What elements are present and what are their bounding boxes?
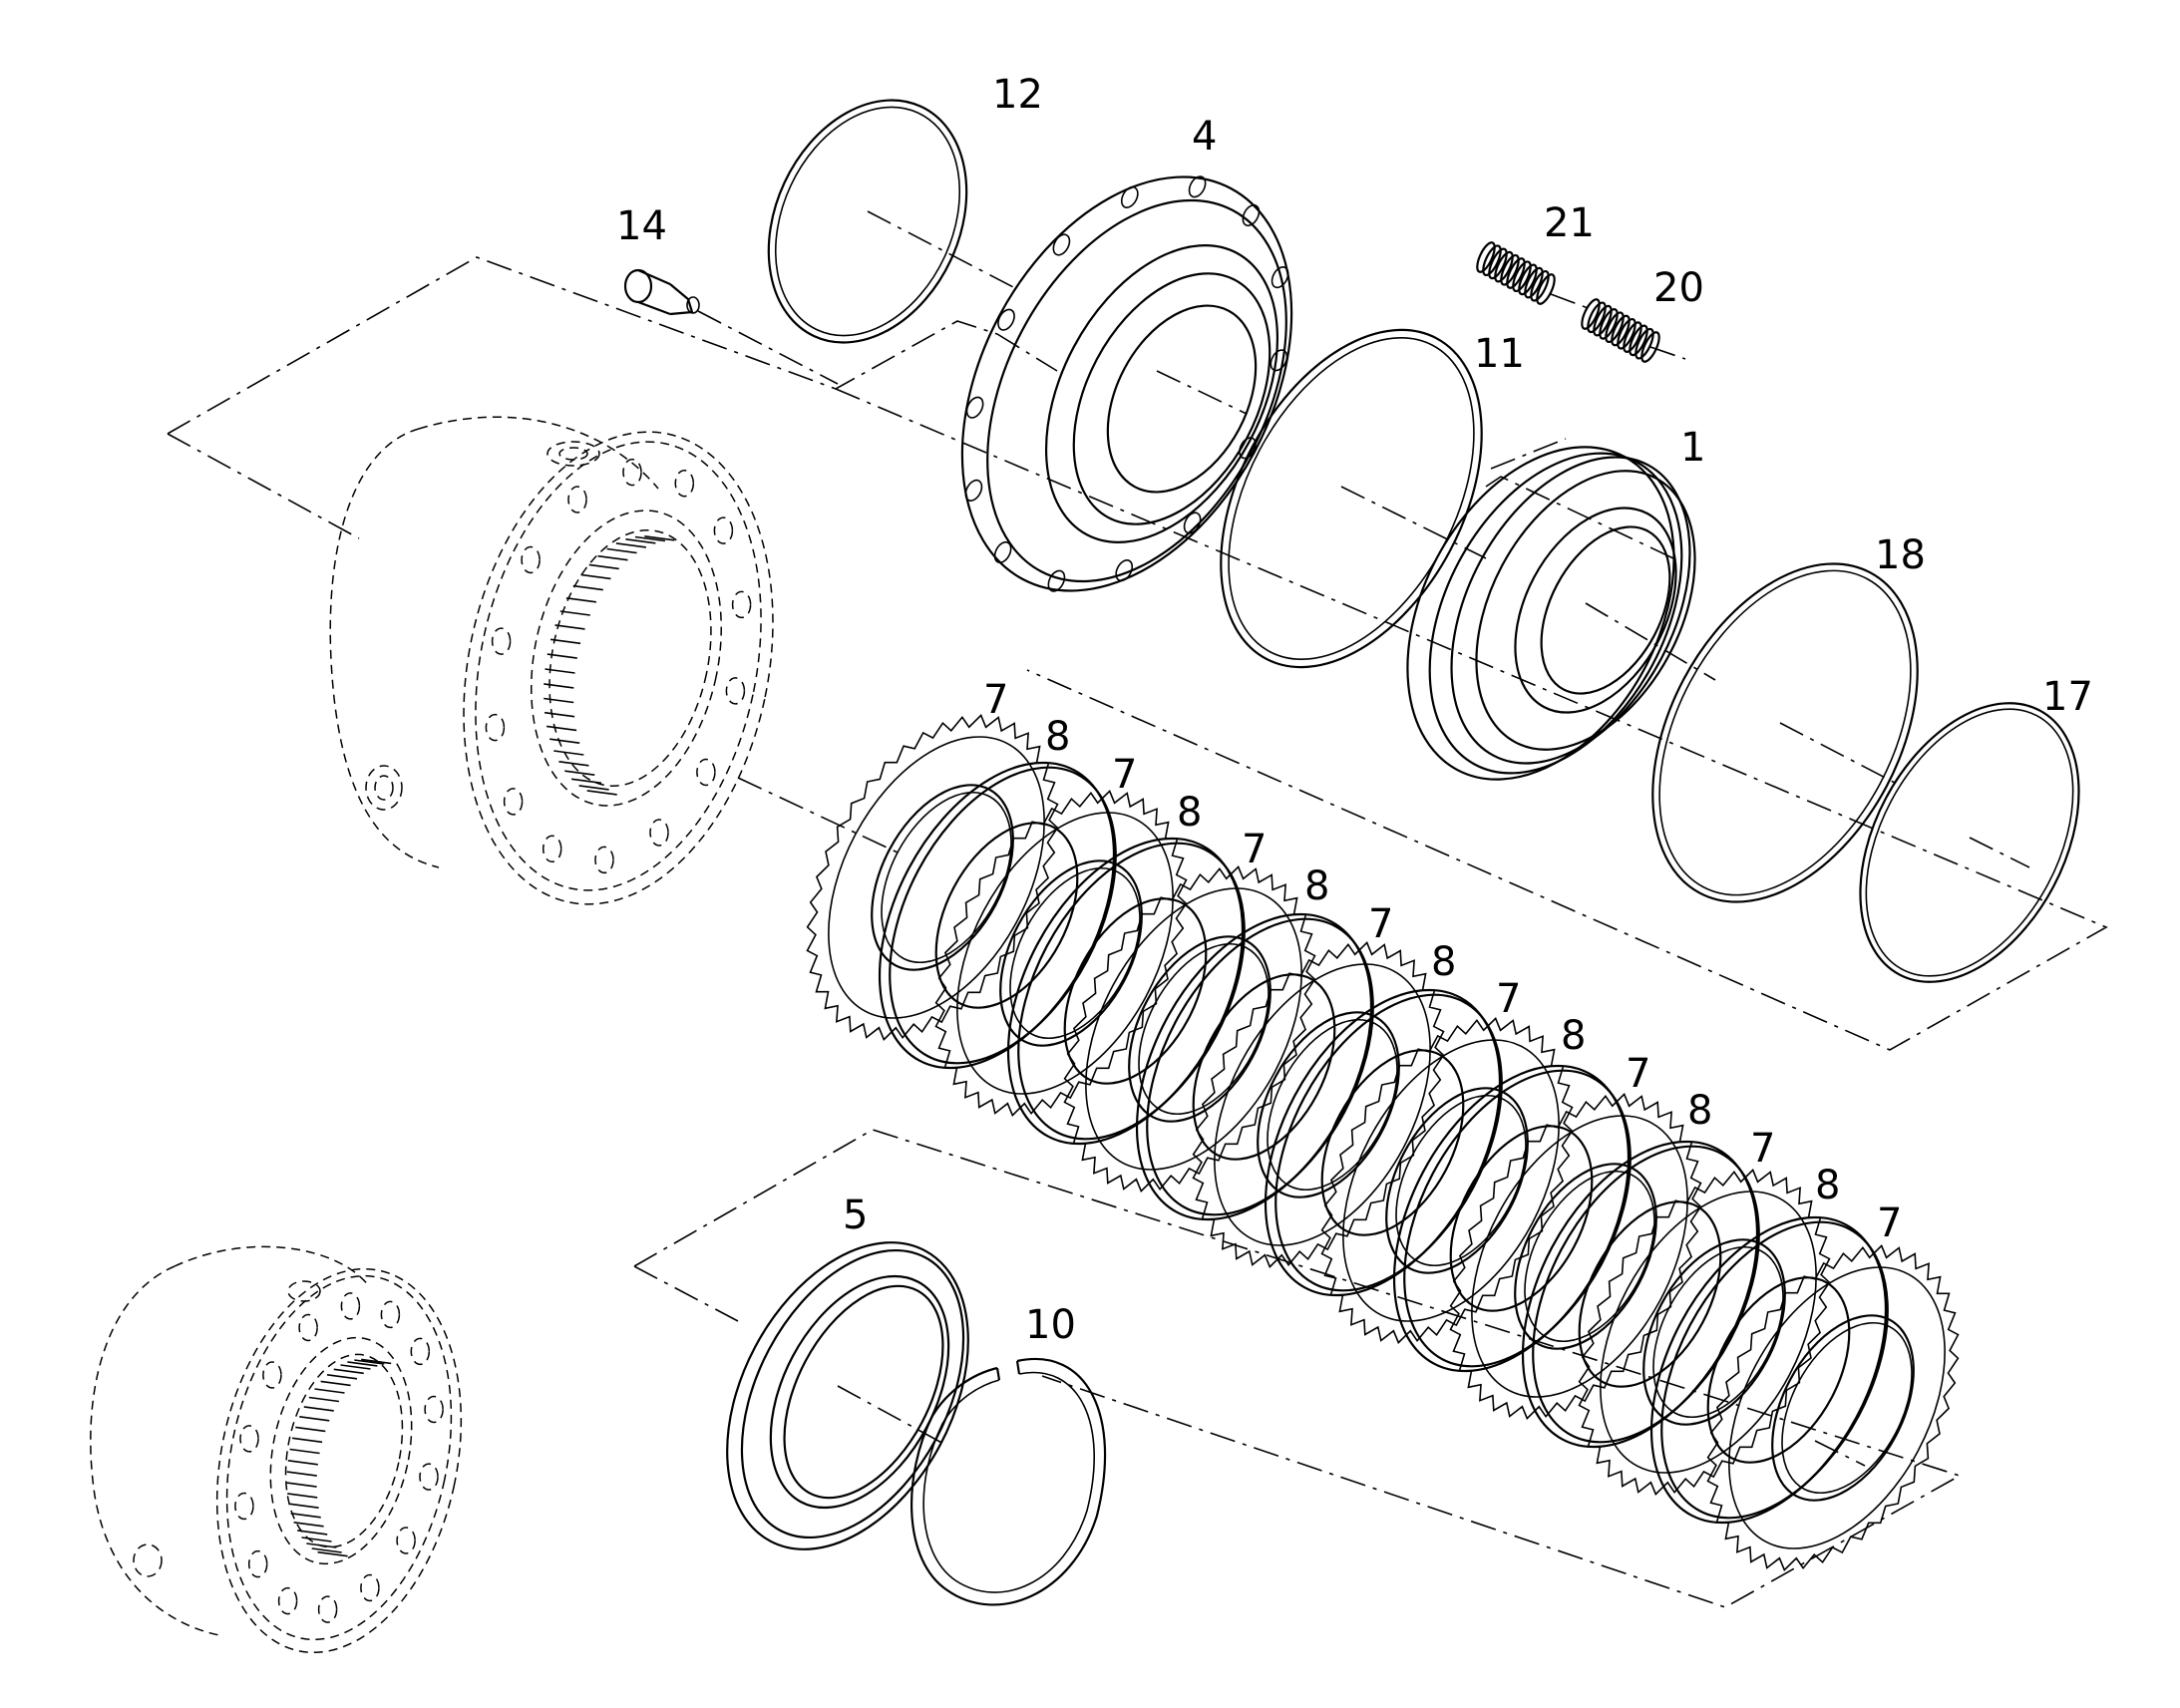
callout-label-c12: 12 [992, 72, 1043, 118]
bolt-14 [623, 268, 839, 385]
callout-label-c17: 17 [2042, 674, 2093, 720]
callout-label-p5: 7 [1242, 827, 1267, 872]
upper-assembly-outline-right [1490, 438, 1567, 470]
callout-label-c5: 5 [843, 1193, 868, 1238]
piston-housing-4 [960, 175, 1293, 592]
callout-label-p3: 7 [1112, 752, 1137, 798]
callout-label-p2: 8 [1045, 714, 1070, 760]
disc-pack-axis [737, 777, 1866, 1467]
callout-label-c1: 1 [1680, 425, 1705, 471]
piston-1 [1406, 446, 1716, 781]
callout-label-c14: 14 [616, 203, 667, 249]
clutch-disc-pack [806, 713, 1960, 1572]
callout-label-p7: 7 [1368, 901, 1393, 947]
o-ring-17 [1859, 702, 2080, 983]
upper-assembly-outline [167, 256, 2108, 1051]
callout-label-c18: 18 [1875, 532, 1926, 578]
callout-label-p15: 7 [1877, 1200, 1902, 1246]
callout-label-p14: 8 [1815, 1163, 1840, 1208]
callout-label-p11: 7 [1626, 1051, 1650, 1097]
callout-label-p9: 7 [1496, 976, 1521, 1022]
callout-label-p8: 8 [1431, 939, 1456, 985]
spring-20 [1581, 298, 1660, 363]
callout-label-p12: 8 [1687, 1088, 1712, 1134]
callout-label-c11: 11 [1474, 331, 1525, 377]
snap-ring-10 [910, 1358, 1106, 1606]
callout-label-c21: 21 [1544, 200, 1595, 246]
callout-label-c20: 20 [1653, 265, 1704, 311]
spring-21 [1476, 241, 1556, 305]
callout-label-c4: 4 [1192, 114, 1217, 160]
spring-axis [1550, 293, 1686, 360]
callout-label-p1: 7 [983, 677, 1008, 723]
o-ring-18 [1651, 562, 1919, 903]
callout-label-p6: 8 [1304, 863, 1329, 909]
o-ring-12 [767, 99, 1018, 344]
lower-assembly-outline [633, 1129, 1962, 1608]
clutch-housing-ghost-small [90, 1245, 463, 1654]
callout-label-p4: 8 [1177, 790, 1202, 836]
clutch-housing-ghost-large [329, 416, 774, 905]
callout-label-c10: 10 [1025, 1302, 1076, 1348]
callout-label-p13: 7 [1750, 1126, 1775, 1172]
callout-label-p10: 8 [1561, 1013, 1586, 1059]
